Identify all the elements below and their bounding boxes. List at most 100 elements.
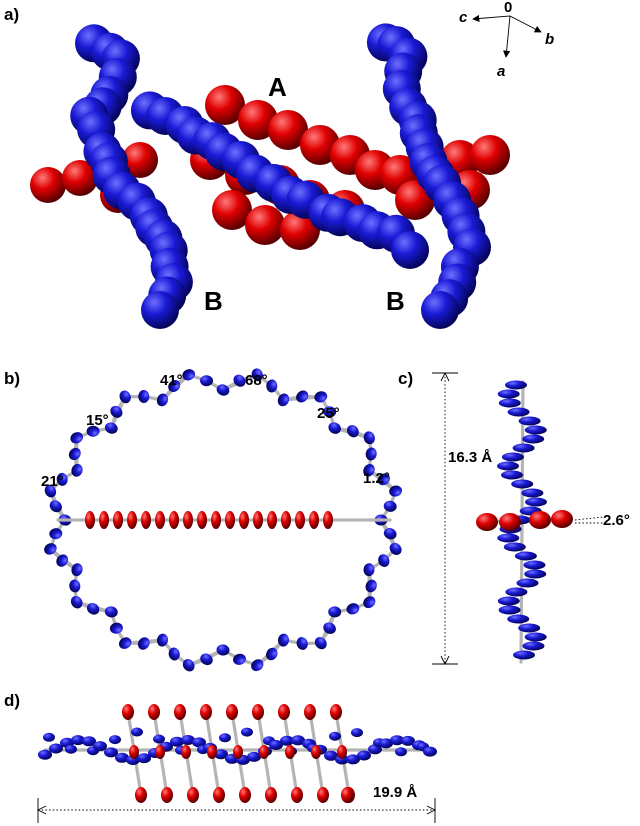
macrocycle-atom: [266, 647, 278, 661]
edge-guest-atom: [187, 787, 199, 803]
edge-guest-atom: [233, 745, 243, 759]
side-guest-atom: [499, 513, 521, 531]
side-atom: [524, 632, 547, 642]
guest-atom: [183, 511, 193, 529]
macrocycle-atom: [363, 464, 375, 477]
guest-atom: [127, 511, 137, 529]
macrocycle-atom: [86, 425, 100, 437]
edge-atom: [104, 747, 118, 758]
angle-label-41: 41°: [160, 372, 183, 389]
macrocycle-spheres: [70, 23, 491, 329]
edge-guest-atom: [304, 704, 316, 720]
macrocycle-atom: [137, 637, 150, 650]
guest-atom: [141, 511, 151, 529]
macrocycle-atom: [363, 596, 376, 609]
edge-guest-atom: [200, 704, 212, 720]
side-atom: [511, 479, 534, 489]
guest-chain: [56, 511, 392, 529]
edge-guest-atom: [161, 787, 173, 803]
edge-atom: [93, 741, 107, 752]
side-atom: [523, 560, 546, 570]
guest-atom: [281, 511, 291, 529]
guest-atom: [85, 511, 95, 529]
edge-guest-atom: [341, 787, 353, 803]
axis-c-arrow: [472, 14, 511, 23]
edge-guest-atom: [259, 745, 269, 759]
edge-atom: [401, 735, 415, 746]
macrocycle-atom: [389, 542, 402, 555]
axis-a-label: a: [497, 63, 505, 80]
guest-sphere: [280, 210, 320, 250]
edge-atom: [241, 727, 253, 737]
macrocycle-atom: [216, 644, 230, 656]
edge-guest-atom: [174, 704, 186, 720]
macrocycle-atom: [138, 390, 150, 403]
side-atom: [507, 407, 530, 417]
edge-guest-atom: [278, 704, 290, 720]
guest-sphere: [62, 160, 98, 196]
guest-atom: [295, 511, 305, 529]
side-guest-atom: [476, 513, 498, 531]
edge-guest-atom: [155, 745, 165, 759]
macrocycle-atom: [118, 637, 132, 649]
edge-view-atoms: [38, 704, 437, 803]
side-atom: [497, 596, 520, 606]
macrocycle-atom: [49, 500, 62, 513]
axis-c-label: c: [459, 9, 468, 26]
edge-atom: [324, 750, 338, 761]
tilt-measure: 2.6°: [603, 512, 630, 529]
panel-a-packing: a) A B B 0 c b a: [4, 0, 554, 329]
angle-label-1-2: 1.2°: [363, 470, 390, 487]
macrocycle-atom: [56, 472, 68, 486]
macrocycle-atom: [233, 653, 246, 665]
edge-atom: [390, 735, 404, 746]
macrocycle-atom: [69, 579, 81, 593]
axis-triad: 0 c b a: [459, 0, 554, 80]
side-atom: [522, 434, 545, 444]
edge-atom: [115, 752, 129, 763]
panel-d-edge-view: d) 19.9 Å: [4, 691, 437, 823]
edge-guest-atom: [135, 787, 147, 803]
side-atom: [498, 605, 521, 615]
edge-atom: [71, 735, 85, 746]
panel-c-label: c): [398, 369, 413, 388]
guest-atom: [169, 511, 179, 529]
edge-atom: [82, 736, 96, 747]
side-atom: [505, 587, 528, 597]
macrocycle-atom: [346, 603, 360, 615]
macrocycle-atoms: [44, 368, 403, 672]
edge-atom: [43, 732, 55, 742]
macrocycle-atom: [323, 622, 336, 634]
edge-atom: [137, 753, 151, 764]
side-guest-atom: [551, 510, 573, 528]
height-measure: 16.3 Å: [448, 449, 492, 466]
macrocycle-atom: [104, 606, 118, 618]
edge-guest-atom: [122, 704, 134, 720]
macrocycle-atom: [251, 659, 264, 672]
side-atom: [514, 551, 537, 561]
guest-atom: [239, 511, 249, 529]
guest-sphere: [212, 190, 252, 230]
macrocycle-atom: [346, 425, 359, 438]
width-arrow-right: [426, 805, 437, 815]
edge-atom: [335, 754, 349, 765]
macrocycle-atom: [251, 368, 263, 382]
edge-guest-atom: [291, 787, 303, 803]
macrocycle-atom: [365, 579, 377, 593]
guest-sphere: [122, 142, 158, 178]
height-arrow-bottom: [440, 655, 450, 666]
guest-sphere: [245, 205, 285, 245]
edge-atom: [192, 737, 206, 748]
width-measure: 19.9 Å: [373, 784, 417, 801]
side-atom: [516, 578, 539, 588]
side-atom: [513, 650, 535, 660]
edge-atom: [65, 744, 77, 754]
macrocycle-atom: [314, 636, 327, 650]
width-arrow-left: [36, 805, 47, 815]
macrocycle-atom: [156, 393, 169, 407]
molecule-label-b-left: B: [204, 286, 223, 316]
edge-guest-atom: [226, 704, 238, 720]
macrocycle-atom: [233, 374, 246, 387]
side-atom: [518, 623, 541, 633]
macrocycle-atom: [168, 647, 180, 661]
